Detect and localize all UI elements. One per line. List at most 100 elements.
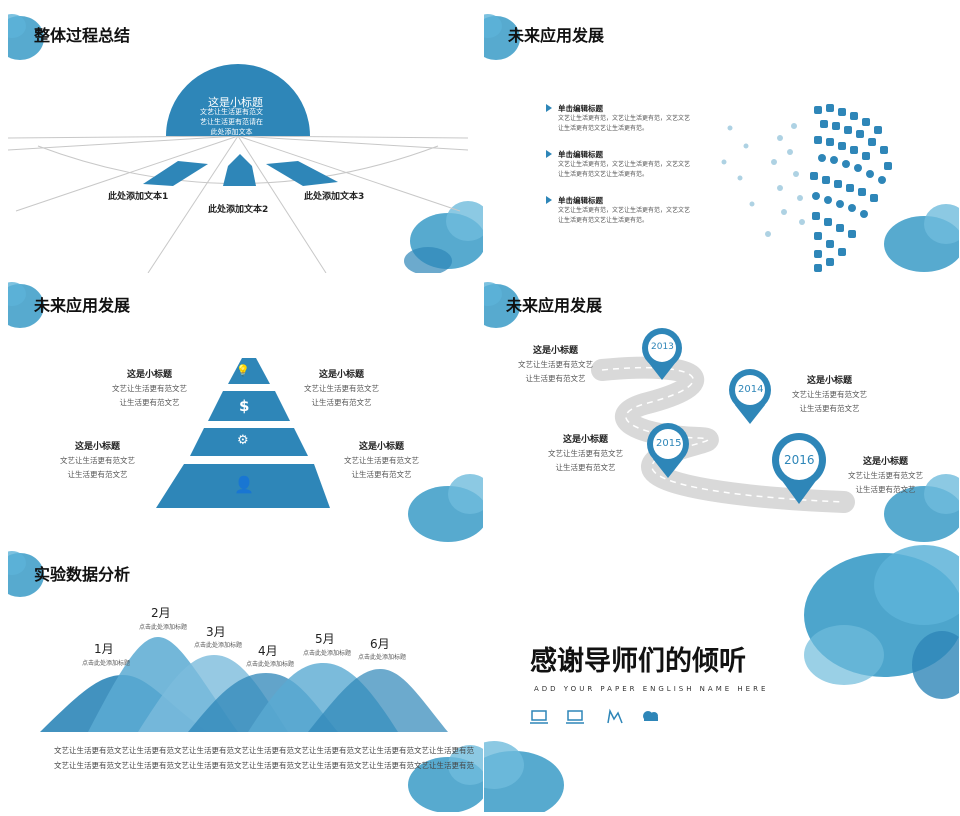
slide1-title: 整体过程总结 <box>34 26 131 45</box>
slide4-background-art <box>484 282 959 542</box>
block-heading: 这是小标题 <box>532 346 578 356</box>
month-label: 5月 <box>315 632 335 646</box>
block-heading: 这是小标题 <box>358 442 404 452</box>
label-3: 此处添加文本3 <box>304 192 365 202</box>
month-caption: 点击此处添加标题 <box>194 642 243 649</box>
laptop-icon <box>566 709 586 725</box>
list-item: 单击编辑标题 文艺让生活更有范，文艺让生活更有范，文艺文艺 让生活更有范文艺让生… <box>558 103 690 134</box>
list-item: 单击编辑标题 文艺让生活更有范，文艺让生活更有范，文艺文艺 让生活更有范文艺让生… <box>558 149 690 180</box>
thanks-heading: 感谢导师们的倾听 <box>530 646 746 677</box>
item-line: 让生活更有范文艺让生活更有范。 <box>558 125 649 132</box>
text-block: 这是小标题 文艺让生活更有范文艺 让生活更有范文艺 <box>112 368 187 410</box>
slide1-background-art <box>8 14 483 273</box>
item-heading: 单击编辑标题 <box>558 104 603 113</box>
slide2-background-art <box>484 14 959 272</box>
slide-6[interactable]: 感谢导师们的倾听 ADD YOUR PAPER ENGLISH NAME HER… <box>484 545 959 812</box>
block-line: 文艺让生活更有范文艺 <box>112 384 187 393</box>
block-line: 让生活更有范文艺 <box>351 470 412 479</box>
pyramid-level-3 <box>190 428 308 456</box>
gear-icon: ⚙ <box>237 433 249 448</box>
year-2016: 2016 <box>784 453 815 467</box>
block-line: 文艺让生活更有范文艺 <box>792 390 867 399</box>
label-1: 此处添加文本1 <box>108 192 169 202</box>
month-label: 6月 <box>370 637 390 651</box>
text-block: 这是小标题 文艺让生活更有范文艺 让生活更有范文艺 <box>548 433 623 475</box>
block-line: 文艺让生活更有范文艺 <box>518 360 593 369</box>
lightbulb-icon: 💡 <box>236 364 250 377</box>
block-line: 文艺让生活更有范文艺 <box>848 471 923 480</box>
year-2015: 2015 <box>656 438 682 449</box>
text-block: 这是小标题 文艺让生活更有范文艺 让生活更有范文艺 <box>304 368 379 410</box>
block-line: 让生活更有范文艺 <box>525 374 586 383</box>
slide2-title: 未来应用发展 <box>508 26 605 45</box>
person-icon: 👤 <box>234 475 254 494</box>
slide6-background-art <box>484 545 959 812</box>
month-caption: 点击此处添加标题 <box>82 660 131 667</box>
chart-icon <box>606 709 626 725</box>
pyramid-level-4 <box>156 464 330 508</box>
block-line: 让生活更有范文艺 <box>67 470 128 479</box>
slide-5[interactable]: 实验数据分析 1月 点击此处添加标题 2月 点击此处添加标题 3月 点击此处添加… <box>8 545 483 812</box>
month-label: 1月 <box>94 642 114 656</box>
item-line: 让生活更有范文艺让生活更有范。 <box>558 217 649 224</box>
month-caption: 点击此处添加标题 <box>246 661 295 668</box>
block-line: 让生活更有范文艺 <box>855 485 916 494</box>
month-caption: 点击此处添加标题 <box>358 654 407 661</box>
icon-head-graphic <box>810 104 892 272</box>
text-block: 这是小标题 文艺让生活更有范文艺 让生活更有范文艺 <box>792 374 867 416</box>
text-block: 这是小标题 文艺让生活更有范文艺 让生活更有范文艺 <box>344 440 419 482</box>
block-heading: 这是小标题 <box>562 435 608 445</box>
block-heading: 这是小标题 <box>74 442 120 452</box>
text-block: 这是小标题 文艺让生活更有范文艺 让生活更有范文艺 <box>518 344 593 386</box>
block-line: 文艺让生活更有范文艺 <box>548 449 623 458</box>
presentation-icon <box>530 709 550 725</box>
circle-text: 文艺让生活更有范文 艺让生活更有范请在 此处添加文本 <box>200 107 263 137</box>
year-2014: 2014 <box>738 384 764 395</box>
block-line: 文艺让生活更有范文艺 <box>344 456 419 465</box>
pyramid-level-2 <box>208 391 290 421</box>
body-line: 文艺让生活更有范文艺让生活更有范文艺让生活更有范文艺让生活更有范文艺让生活更有范… <box>54 746 474 755</box>
body-text: 文艺让生活更有范文艺让生活更有范文艺让生活更有范文艺让生活更有范文艺让生活更有范… <box>54 743 474 773</box>
item-line: 文艺让生活更有范，文艺让生活更有范，文艺文艺 <box>558 161 691 168</box>
item-line: 文艺让生活更有范，文艺让生活更有范，文艺文艺 <box>558 115 691 122</box>
block-heading: 这是小标题 <box>126 370 172 380</box>
item-heading: 单击编辑标题 <box>558 196 603 205</box>
block-heading: 这是小标题 <box>318 370 364 380</box>
block-line: 让生活更有范文艺 <box>799 404 860 413</box>
slide-4[interactable]: 未来应用发展 2013 2014 2015 2016 这是小标题 文艺让生活更有… <box>484 276 959 543</box>
slide5-background-art <box>8 551 483 812</box>
subtitle: ADD YOUR PAPER ENGLISH NAME HERE <box>534 685 769 693</box>
month-caption: 点击此处添加标题 <box>303 650 352 657</box>
circle-heading: 这是小标题 <box>208 96 263 109</box>
block-line: 文艺让生活更有范文艺 <box>60 456 135 465</box>
slide3-title: 未来应用发展 <box>34 296 131 315</box>
month-label: 3月 <box>206 625 226 639</box>
circle-text-line: 文艺让生活更有范文 <box>200 108 263 116</box>
block-line: 让生活更有范文艺 <box>555 463 616 472</box>
block-line: 让生活更有范文艺 <box>119 398 180 407</box>
pyramid-level-1 <box>228 358 270 384</box>
text-block: 这是小标题 文艺让生活更有范文艺 让生活更有范文艺 <box>60 440 135 482</box>
item-line: 文艺让生活更有范，文艺让生活更有范，文艺文艺 <box>558 207 691 214</box>
slide-3[interactable]: 未来应用发展 💡 $ ⚙ 👤 这是小标题 文艺让生活更有范文艺 让生活更有范文艺… <box>8 276 483 543</box>
block-heading: 这是小标题 <box>806 376 852 386</box>
month-label: 4月 <box>258 644 278 658</box>
month-caption: 点击此处添加标题 <box>139 624 188 631</box>
circle-text-line: 此处添加文本 <box>210 128 253 136</box>
text-block: 这是小标题 文艺让生活更有范文艺 让生活更有范文艺 <box>848 455 923 497</box>
slide5-title: 实验数据分析 <box>34 565 131 584</box>
slide-2[interactable]: 未来应用发展 单击编辑标题 文艺让生活更有范，文艺让生活更有范，文艺文艺 让生活… <box>484 6 959 273</box>
year-2013: 2013 <box>651 342 674 352</box>
dollar-icon: $ <box>239 397 250 415</box>
slide4-title: 未来应用发展 <box>506 296 603 315</box>
slide-1[interactable]: 整体过程总结 这是小标题 文艺让生活更有范文 艺让生活更有范请在 此处添加文本 … <box>8 6 483 273</box>
cloud-icon <box>642 709 662 725</box>
item-line: 让生活更有范文艺让生活更有范。 <box>558 171 649 178</box>
list-item: 单击编辑标题 文艺让生活更有范，文艺让生活更有范，文艺文艺 让生活更有范文艺让生… <box>558 195 690 226</box>
slide3-background-art <box>8 282 483 542</box>
block-line: 让生活更有范文艺 <box>311 398 372 407</box>
month-label: 2月 <box>151 606 171 620</box>
circle-text-line: 艺让生活更有范请在 <box>200 118 263 126</box>
block-heading: 这是小标题 <box>862 457 908 467</box>
body-line: 文艺让生活更有范文艺让生活更有范文艺让生活更有范文艺让生活更有范文艺让生活更有范… <box>54 761 474 770</box>
